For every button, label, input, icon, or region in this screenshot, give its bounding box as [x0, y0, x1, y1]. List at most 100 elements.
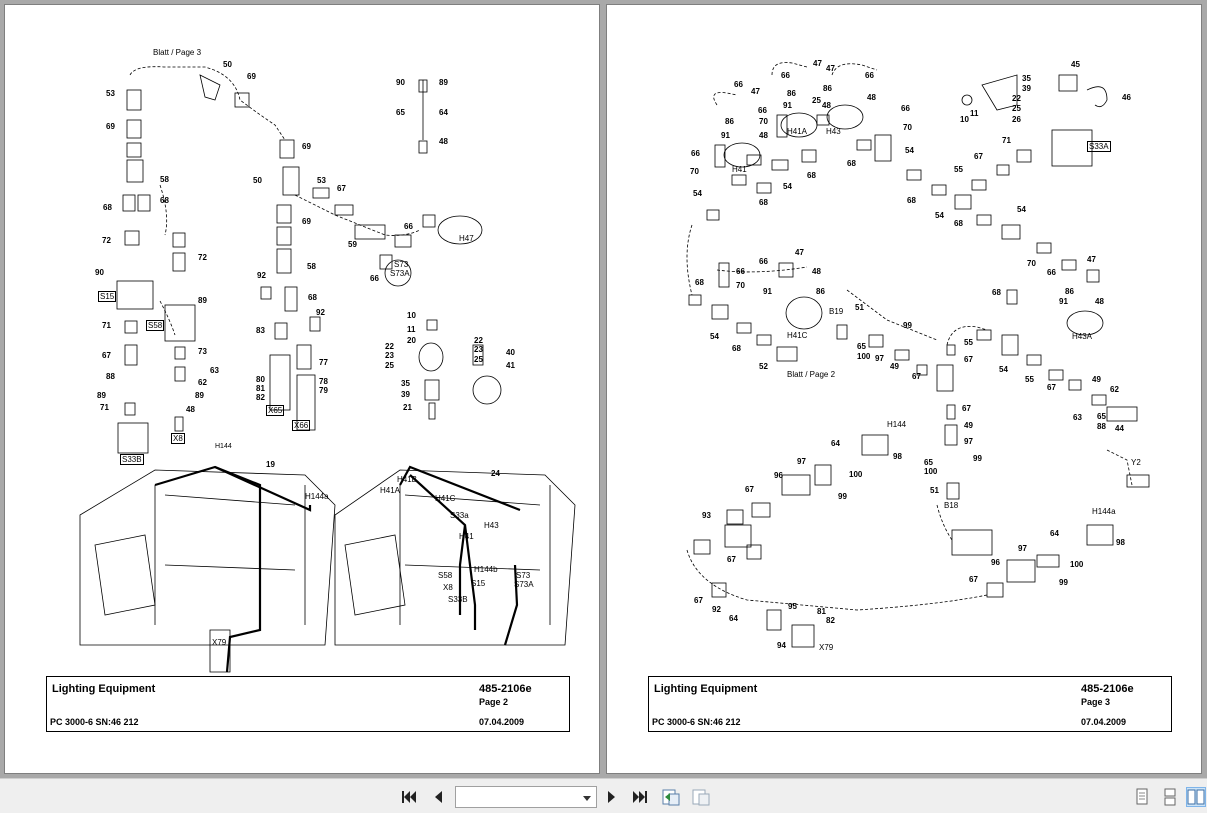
- callout: 66: [736, 267, 745, 276]
- callout: 86: [787, 89, 796, 98]
- component-tag: S73: [516, 571, 531, 580]
- component-tag: H144a: [1092, 507, 1116, 516]
- callout: 23: [385, 351, 394, 360]
- callout: 66: [901, 104, 910, 113]
- component-tag: X8: [171, 433, 185, 444]
- callout: 62: [198, 378, 207, 387]
- callout: 93: [702, 511, 711, 520]
- component-tag: S15: [471, 579, 486, 588]
- callout: 78: [319, 377, 328, 386]
- callout: 77: [319, 358, 328, 367]
- title-block: Lighting Equipment PC 3000-6 SN:46 212 4…: [648, 676, 1172, 732]
- callout: 66: [370, 274, 379, 283]
- document-viewer: Blatt / Page 3 50 69 53 69 58 68 68 72 7…: [5, 5, 1201, 773]
- two-page-view-button[interactable]: [1186, 787, 1206, 807]
- component-tag: B19: [829, 307, 844, 316]
- callout: 89: [198, 296, 207, 305]
- prev-page-button[interactable]: [427, 787, 449, 807]
- page-2: Blatt / Page 3 50 69 53 69 58 68 68 72 7…: [5, 5, 599, 773]
- callout: 48: [822, 101, 831, 110]
- callout: 67: [962, 404, 971, 413]
- callout: 69: [247, 72, 256, 81]
- callout: 66: [758, 106, 767, 115]
- component-tag: X66: [292, 420, 311, 431]
- callout: 66: [691, 149, 700, 158]
- callout: 10: [407, 311, 416, 320]
- callout: 97: [797, 457, 806, 466]
- callout: 23: [474, 345, 483, 354]
- page-number-select[interactable]: [455, 786, 597, 808]
- callout: 67: [745, 485, 754, 494]
- callout: 48: [1095, 297, 1104, 306]
- next-page-button[interactable]: [601, 787, 623, 807]
- callout: 64: [831, 439, 840, 448]
- component-tag: S15: [98, 291, 117, 302]
- callout: 47: [751, 87, 760, 96]
- callout: 71: [102, 321, 111, 330]
- component-tag: B18: [944, 501, 959, 510]
- callout: 45: [1071, 60, 1080, 69]
- callout: 67: [969, 575, 978, 584]
- callout: 79: [319, 386, 328, 395]
- callout: 65: [857, 342, 866, 351]
- callout: 66: [404, 222, 413, 231]
- document-number: 485-2106e: [479, 683, 532, 695]
- callout: 54: [935, 211, 944, 220]
- callout: 47: [813, 59, 822, 68]
- callout: 65: [396, 108, 405, 117]
- continuous-icon: [1161, 788, 1179, 810]
- continuous-view-button[interactable]: [1161, 788, 1179, 806]
- component-tag: H41A: [787, 127, 808, 136]
- callout: 51: [930, 486, 939, 495]
- exploded-parts-drawing-page-2: Blatt / Page 3: [79, 48, 576, 673]
- callout: 81: [256, 384, 265, 393]
- page-3: Blatt / Page 2 47 47 66 66 66 47 86 86 2…: [607, 5, 1201, 773]
- document-date: 07.04.2009: [1081, 717, 1127, 727]
- callout: 68: [160, 196, 169, 205]
- callout: 98: [893, 452, 902, 461]
- callout: 11: [970, 109, 979, 118]
- callout: 99: [1059, 578, 1068, 587]
- go-back-button[interactable]: [660, 787, 682, 807]
- title-block: Lighting Equipment PC 3000-6 SN:46 212 4…: [46, 676, 570, 732]
- single-page-view-button[interactable]: [1133, 788, 1151, 806]
- callout: 92: [257, 271, 266, 280]
- callout: 69: [302, 217, 311, 226]
- component-tag: S33A: [1087, 141, 1111, 152]
- callout: 66: [781, 71, 790, 80]
- two-page-icon: [1187, 789, 1205, 810]
- component-tag: H144: [887, 420, 907, 429]
- callout: 65: [924, 458, 933, 467]
- component-tag: H43A: [1072, 332, 1093, 341]
- page-ref-note: Blatt / Page 2: [787, 370, 836, 379]
- callout: 92: [316, 308, 325, 317]
- callout: 66: [759, 257, 768, 266]
- callout: 22: [1012, 94, 1021, 103]
- document-number: 485-2106e: [1081, 683, 1134, 695]
- component-tag: H43: [484, 521, 499, 530]
- callout: 67: [964, 355, 973, 364]
- callout: 66: [865, 71, 874, 80]
- callout: 41: [506, 361, 515, 370]
- callout: 68: [732, 344, 741, 353]
- callout: 99: [838, 492, 847, 501]
- callout: 25: [474, 355, 483, 364]
- callout: 90: [95, 268, 104, 277]
- component-tag: H41: [459, 532, 474, 541]
- callout: 58: [307, 262, 316, 271]
- last-page-button[interactable]: [629, 787, 651, 807]
- callout: 48: [867, 93, 876, 102]
- callout: 63: [1073, 413, 1082, 422]
- callout: 48: [186, 405, 195, 414]
- component-tag: X79: [819, 643, 834, 652]
- callout: 49: [1092, 375, 1101, 384]
- callout: 71: [100, 403, 109, 412]
- callout: 88: [106, 372, 115, 381]
- first-page-button[interactable]: [398, 787, 420, 807]
- component-tag: X65: [266, 405, 285, 416]
- callout: 21: [403, 403, 412, 412]
- go-forward-button[interactable]: [690, 787, 712, 807]
- machine-model: PC 3000-6 SN:46 212: [652, 717, 741, 727]
- page-title: Lighting Equipment: [52, 683, 156, 695]
- callout: 68: [807, 171, 816, 180]
